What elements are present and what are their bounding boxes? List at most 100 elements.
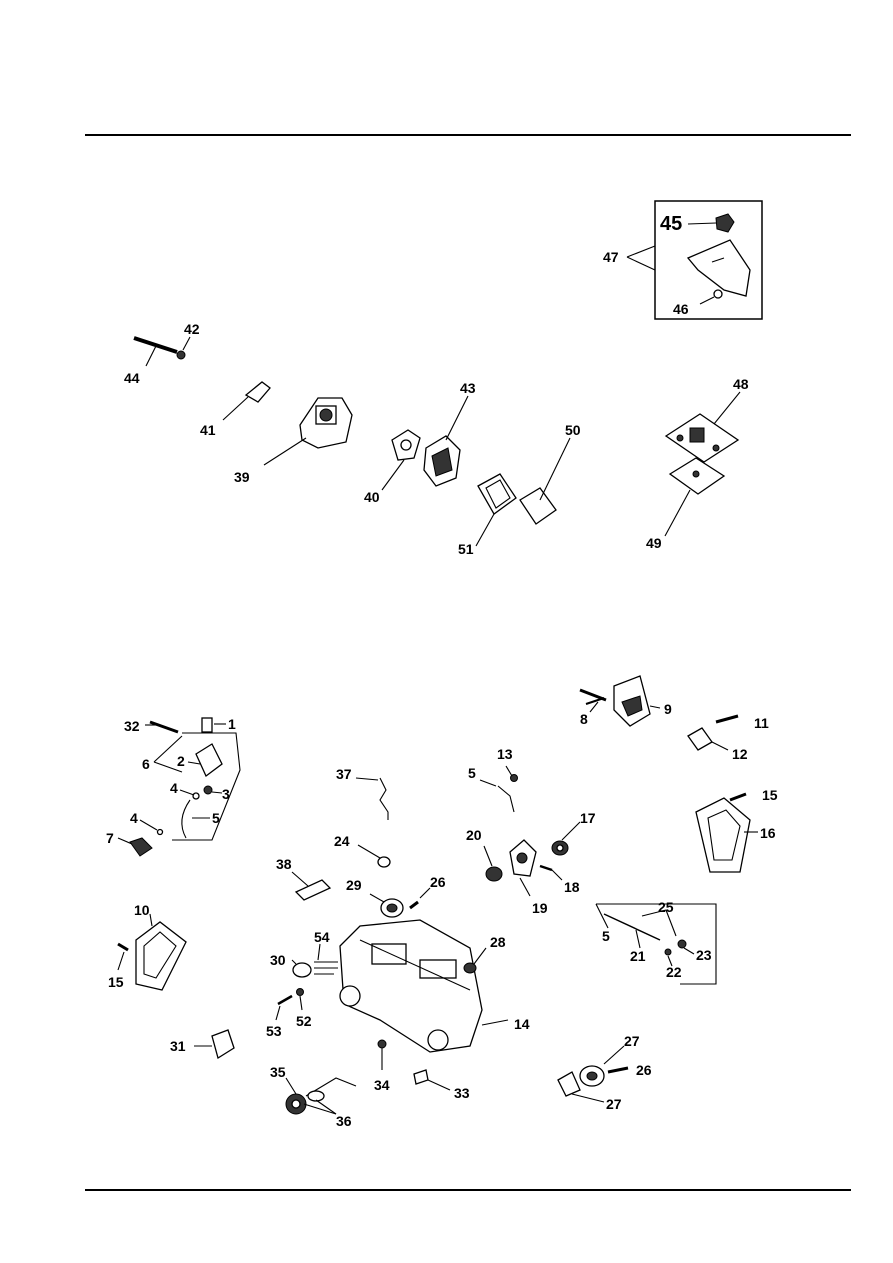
part-51-gasket (475, 473, 517, 547)
label-5b: 5 (468, 765, 476, 781)
part-21-rod (603, 913, 661, 949)
label-18: 18 (564, 879, 580, 895)
part-3-fitting (203, 785, 223, 795)
part-28-plug (463, 947, 487, 974)
label-31: 31 (170, 1038, 186, 1054)
label-12: 12 (732, 746, 748, 762)
label-8: 8 (580, 711, 588, 727)
label-29: 29 (346, 877, 362, 893)
label-46: 46 (673, 301, 689, 317)
part-20-gear (483, 845, 503, 882)
part-49-filter-base (664, 457, 726, 537)
label-43: 43 (460, 380, 476, 396)
label-13: 13 (497, 746, 513, 762)
label-28: 28 (490, 934, 506, 950)
label-39: 39 (234, 469, 250, 485)
part-13-clip (505, 765, 518, 782)
label-19: 19 (532, 900, 548, 916)
part-33-clip (413, 1069, 451, 1091)
label-2: 2 (177, 753, 185, 769)
part-7-filter (117, 837, 153, 857)
label-22: 22 (666, 964, 682, 980)
part-5-hose (181, 799, 210, 839)
label-49: 49 (646, 535, 662, 551)
label-15a: 15 (108, 974, 124, 990)
part-5b-pipe (479, 779, 515, 813)
part-43-intake (423, 395, 469, 487)
label-32: 32 (124, 718, 140, 734)
part-46-clip (699, 289, 723, 305)
label-10: 10 (134, 902, 150, 918)
label-54: 54 (314, 929, 330, 945)
label-50: 50 (565, 422, 581, 438)
part-15a-screw (117, 942, 129, 971)
part-54-spring (314, 943, 338, 975)
top-rule (85, 134, 851, 136)
label-52: 52 (296, 1013, 312, 1029)
part-4b-oring (139, 819, 164, 836)
group-6-bracket (172, 732, 241, 841)
part-26b-screw (607, 1066, 629, 1074)
label-27a: 27 (624, 1033, 640, 1049)
part-48-filter (664, 391, 741, 463)
part-2-pump (187, 743, 223, 778)
part-14-crankcase (339, 919, 509, 1053)
label-9: 9 (664, 701, 672, 717)
label-45: 45 (660, 213, 682, 235)
label-4a: 4 (170, 780, 178, 796)
label-4b: 4 (130, 810, 138, 826)
label-16: 16 (760, 825, 776, 841)
part-17-washer (551, 821, 581, 856)
label-37: 37 (336, 766, 352, 782)
part-9-cover (613, 675, 661, 727)
part-41-lever (222, 381, 271, 421)
part-8-bolts (579, 688, 607, 713)
label-38: 38 (276, 856, 292, 872)
part-19-oil-pump (509, 839, 537, 897)
label-26b: 26 (636, 1062, 652, 1078)
label-25: 25 (658, 899, 674, 915)
part-40-gasket (381, 429, 421, 491)
part-37-rod (355, 777, 389, 820)
part-18-screw (539, 864, 563, 881)
part-10-plate (135, 913, 187, 991)
part-42-nut (176, 336, 191, 360)
part-12-spacer (687, 727, 729, 751)
label-23: 23 (696, 947, 712, 963)
part-52-nut (296, 988, 304, 1011)
part-30-damper (291, 959, 312, 978)
part-15b-screw (729, 792, 747, 802)
part-47-cover (626, 239, 751, 297)
label-48: 48 (733, 376, 749, 392)
part-35-oil-cap (285, 1077, 357, 1115)
part-11-screw (715, 714, 739, 724)
part-53-stud (275, 994, 293, 1021)
label-24: 24 (334, 833, 350, 849)
label-30: 30 (270, 952, 286, 968)
part-16-plate (695, 797, 758, 873)
label-15b: 15 (762, 787, 778, 803)
label-3: 3 (222, 786, 230, 802)
part-24-bushing (357, 844, 391, 868)
label-42: 42 (184, 321, 200, 337)
label-40: 40 (364, 489, 380, 505)
part-1-cap (201, 717, 226, 733)
group-25-bracket (596, 903, 717, 985)
part-38-pad (291, 871, 332, 901)
part-27-mounts (557, 1045, 625, 1103)
inset-box (654, 200, 763, 320)
label-17: 17 (580, 810, 596, 826)
part-4-oring (179, 789, 200, 800)
label-36: 36 (336, 1113, 352, 1129)
label-41: 41 (200, 422, 216, 438)
part-29-mount (369, 893, 404, 918)
part-45-knob (687, 213, 735, 233)
label-34: 34 (374, 1077, 390, 1093)
part-50-plate (519, 437, 571, 525)
part-22-23 (664, 939, 695, 967)
label-44: 44 (124, 370, 140, 386)
label-47: 47 (603, 249, 619, 265)
bottom-rule (85, 1189, 851, 1191)
part-34-screw (377, 1039, 387, 1070)
